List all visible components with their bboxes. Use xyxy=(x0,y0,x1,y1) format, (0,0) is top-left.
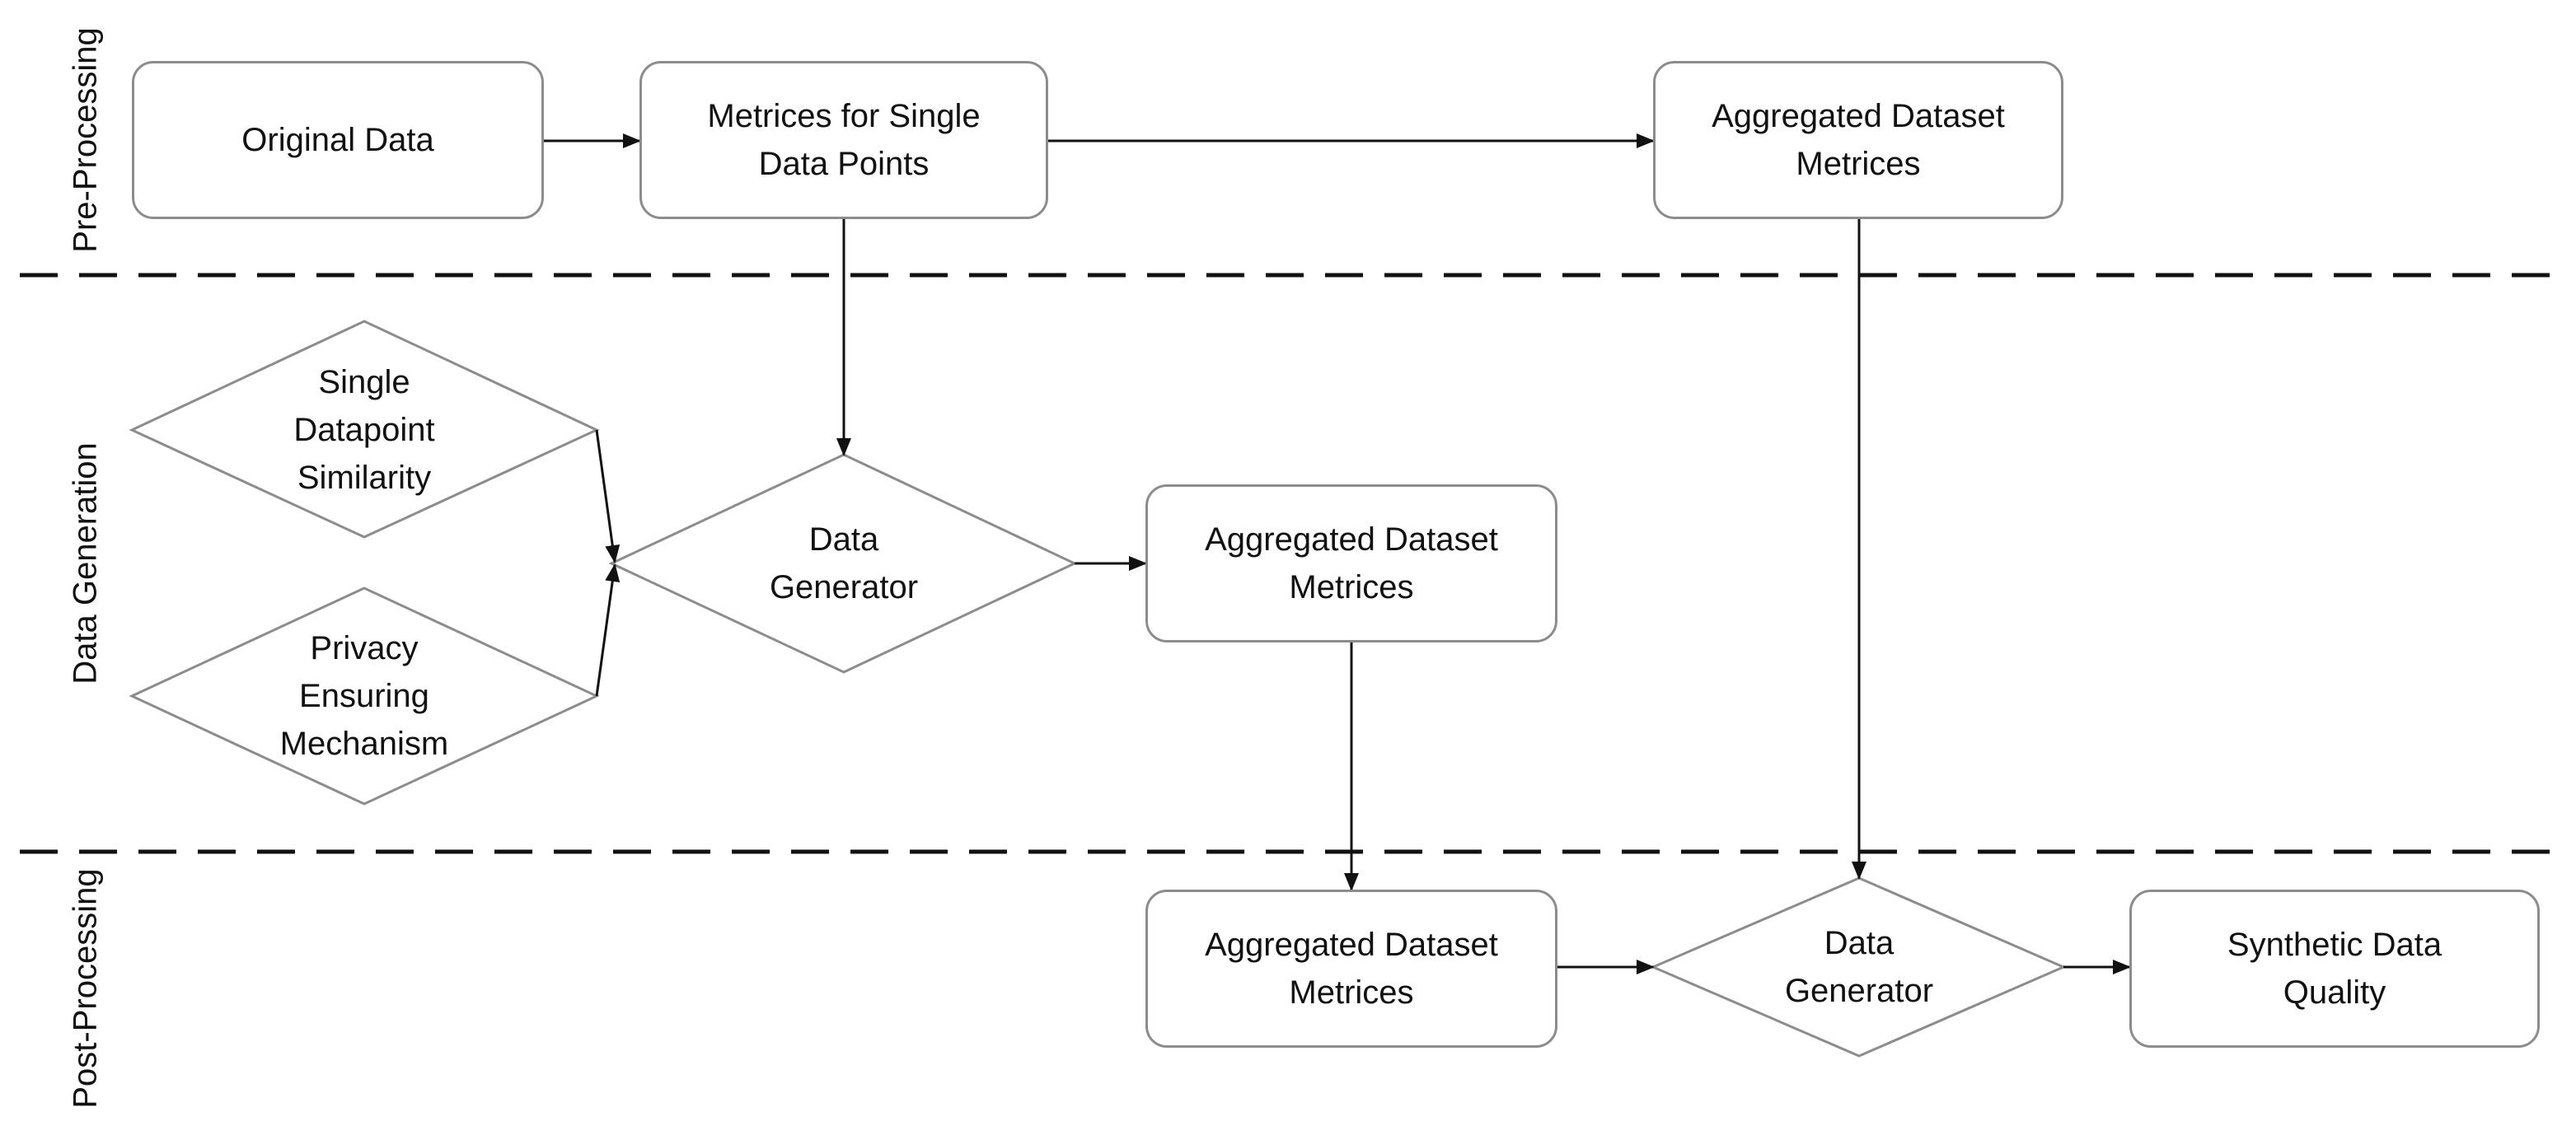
data-generator-mid-label: Data Generator xyxy=(769,521,919,605)
lane-label-data-generation: Data Generation xyxy=(67,442,104,684)
synthetic-data-quality-node: Synthetic Data Quality xyxy=(2129,890,2540,1048)
single-datapoint-similarity-label: Single Datapoint Similarity xyxy=(293,364,435,496)
metrices-single-data-points-node: Metrices for Single Data Points xyxy=(639,61,1048,219)
aggregated-dataset-metrices-pre-node: Aggregated Dataset Metrices xyxy=(1653,61,2063,219)
lane-label-post-processing: Post-Processing xyxy=(67,868,104,1109)
arrow-similarity-to-generator xyxy=(595,429,621,563)
data-generator-post-label: Data Generator xyxy=(1784,925,1934,1009)
aggregated-dataset-metrices-mid-node: Aggregated Dataset Metrices xyxy=(1145,484,1557,642)
privacy-ensuring-mechanism-label: Privacy Ensuring Mechanism xyxy=(279,630,449,762)
arrow-privacy-to-generator xyxy=(595,563,621,697)
lane-label-pre-processing: Pre-Processing xyxy=(67,27,104,253)
original-data-node: Original Data xyxy=(132,61,544,219)
aggregated-dataset-metrices-post-node: Aggregated Dataset Metrices xyxy=(1145,890,1557,1048)
